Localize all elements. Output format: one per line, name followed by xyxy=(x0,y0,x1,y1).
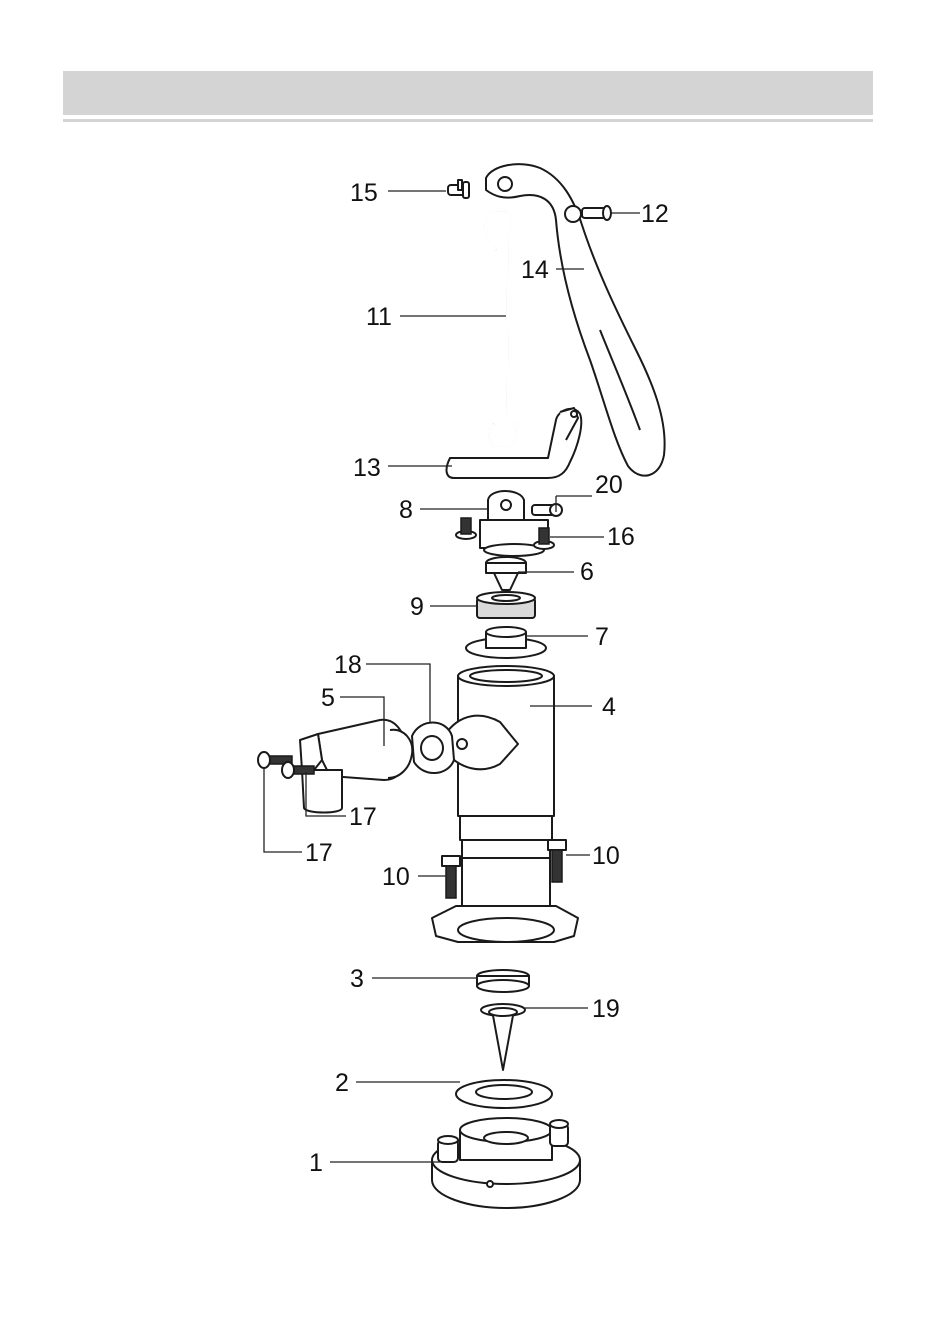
callout-10b: 10 xyxy=(592,842,620,870)
part-20-pin xyxy=(532,504,562,516)
part-9-piston-ring xyxy=(477,592,535,618)
part-2-gasket-ring xyxy=(456,1080,552,1108)
part-11-connecting-rod xyxy=(486,210,517,448)
callout-13: 13 xyxy=(353,454,381,482)
part-18-gasket xyxy=(412,723,454,774)
part-6-valve xyxy=(486,557,526,590)
callout-1: 1 xyxy=(309,1149,323,1177)
callout-15: 15 xyxy=(350,179,378,207)
callout-2: 2 xyxy=(335,1069,349,1097)
part-4-cylinder xyxy=(432,666,578,942)
callout-16: 16 xyxy=(607,523,635,551)
part-12-pivot-pin xyxy=(582,206,611,220)
part-3-valve-disc xyxy=(477,970,529,992)
callout-11: 11 xyxy=(366,303,392,331)
callout-17a: 17 xyxy=(349,803,377,831)
part-7-seal xyxy=(466,627,546,658)
callout-14: 14 xyxy=(521,256,549,284)
callout-18: 18 xyxy=(334,651,362,679)
part-19-foot-valve xyxy=(481,1004,525,1070)
callout-10a: 10 xyxy=(382,863,410,891)
callout-20: 20 xyxy=(595,471,623,499)
part-5-spout xyxy=(300,720,412,813)
callout-7: 7 xyxy=(595,623,609,651)
callout-6: 6 xyxy=(580,558,594,586)
callout-9: 9 xyxy=(410,593,424,621)
callout-8: 8 xyxy=(399,496,413,524)
callout-12: 12 xyxy=(641,200,669,228)
callout-3: 3 xyxy=(350,965,364,993)
callout-5: 5 xyxy=(321,684,335,712)
callout-17b: 17 xyxy=(305,839,333,867)
callout-19: 19 xyxy=(592,995,620,1023)
callout-4: 4 xyxy=(602,693,616,721)
part-1-base xyxy=(432,1118,580,1208)
